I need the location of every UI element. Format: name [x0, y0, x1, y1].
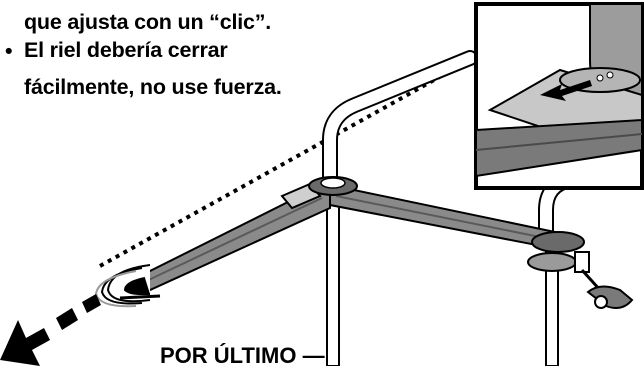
- bullet-dot: •: [5, 39, 13, 63]
- instruction-line-partial: que ajusta con un “clic”.: [24, 10, 272, 34]
- right-bracket: [531, 231, 585, 253]
- dotted-guide-line: [99, 58, 471, 268]
- arrow-left-icon: [0, 294, 101, 366]
- inset-arrow-icon: [540, 80, 592, 101]
- detail-inset: [474, 2, 644, 190]
- leg-left: [326, 194, 340, 366]
- knob-icon: [586, 285, 634, 309]
- section-heading: POR ÚLTIMO —: [160, 343, 325, 368]
- ghost-end-cap: [94, 264, 161, 308]
- bullet-line-1: El riel debería cerrar: [24, 38, 228, 62]
- support-post-back: [322, 50, 478, 193]
- bullet-line-2: fácilmente, no use fuerza.: [24, 75, 282, 99]
